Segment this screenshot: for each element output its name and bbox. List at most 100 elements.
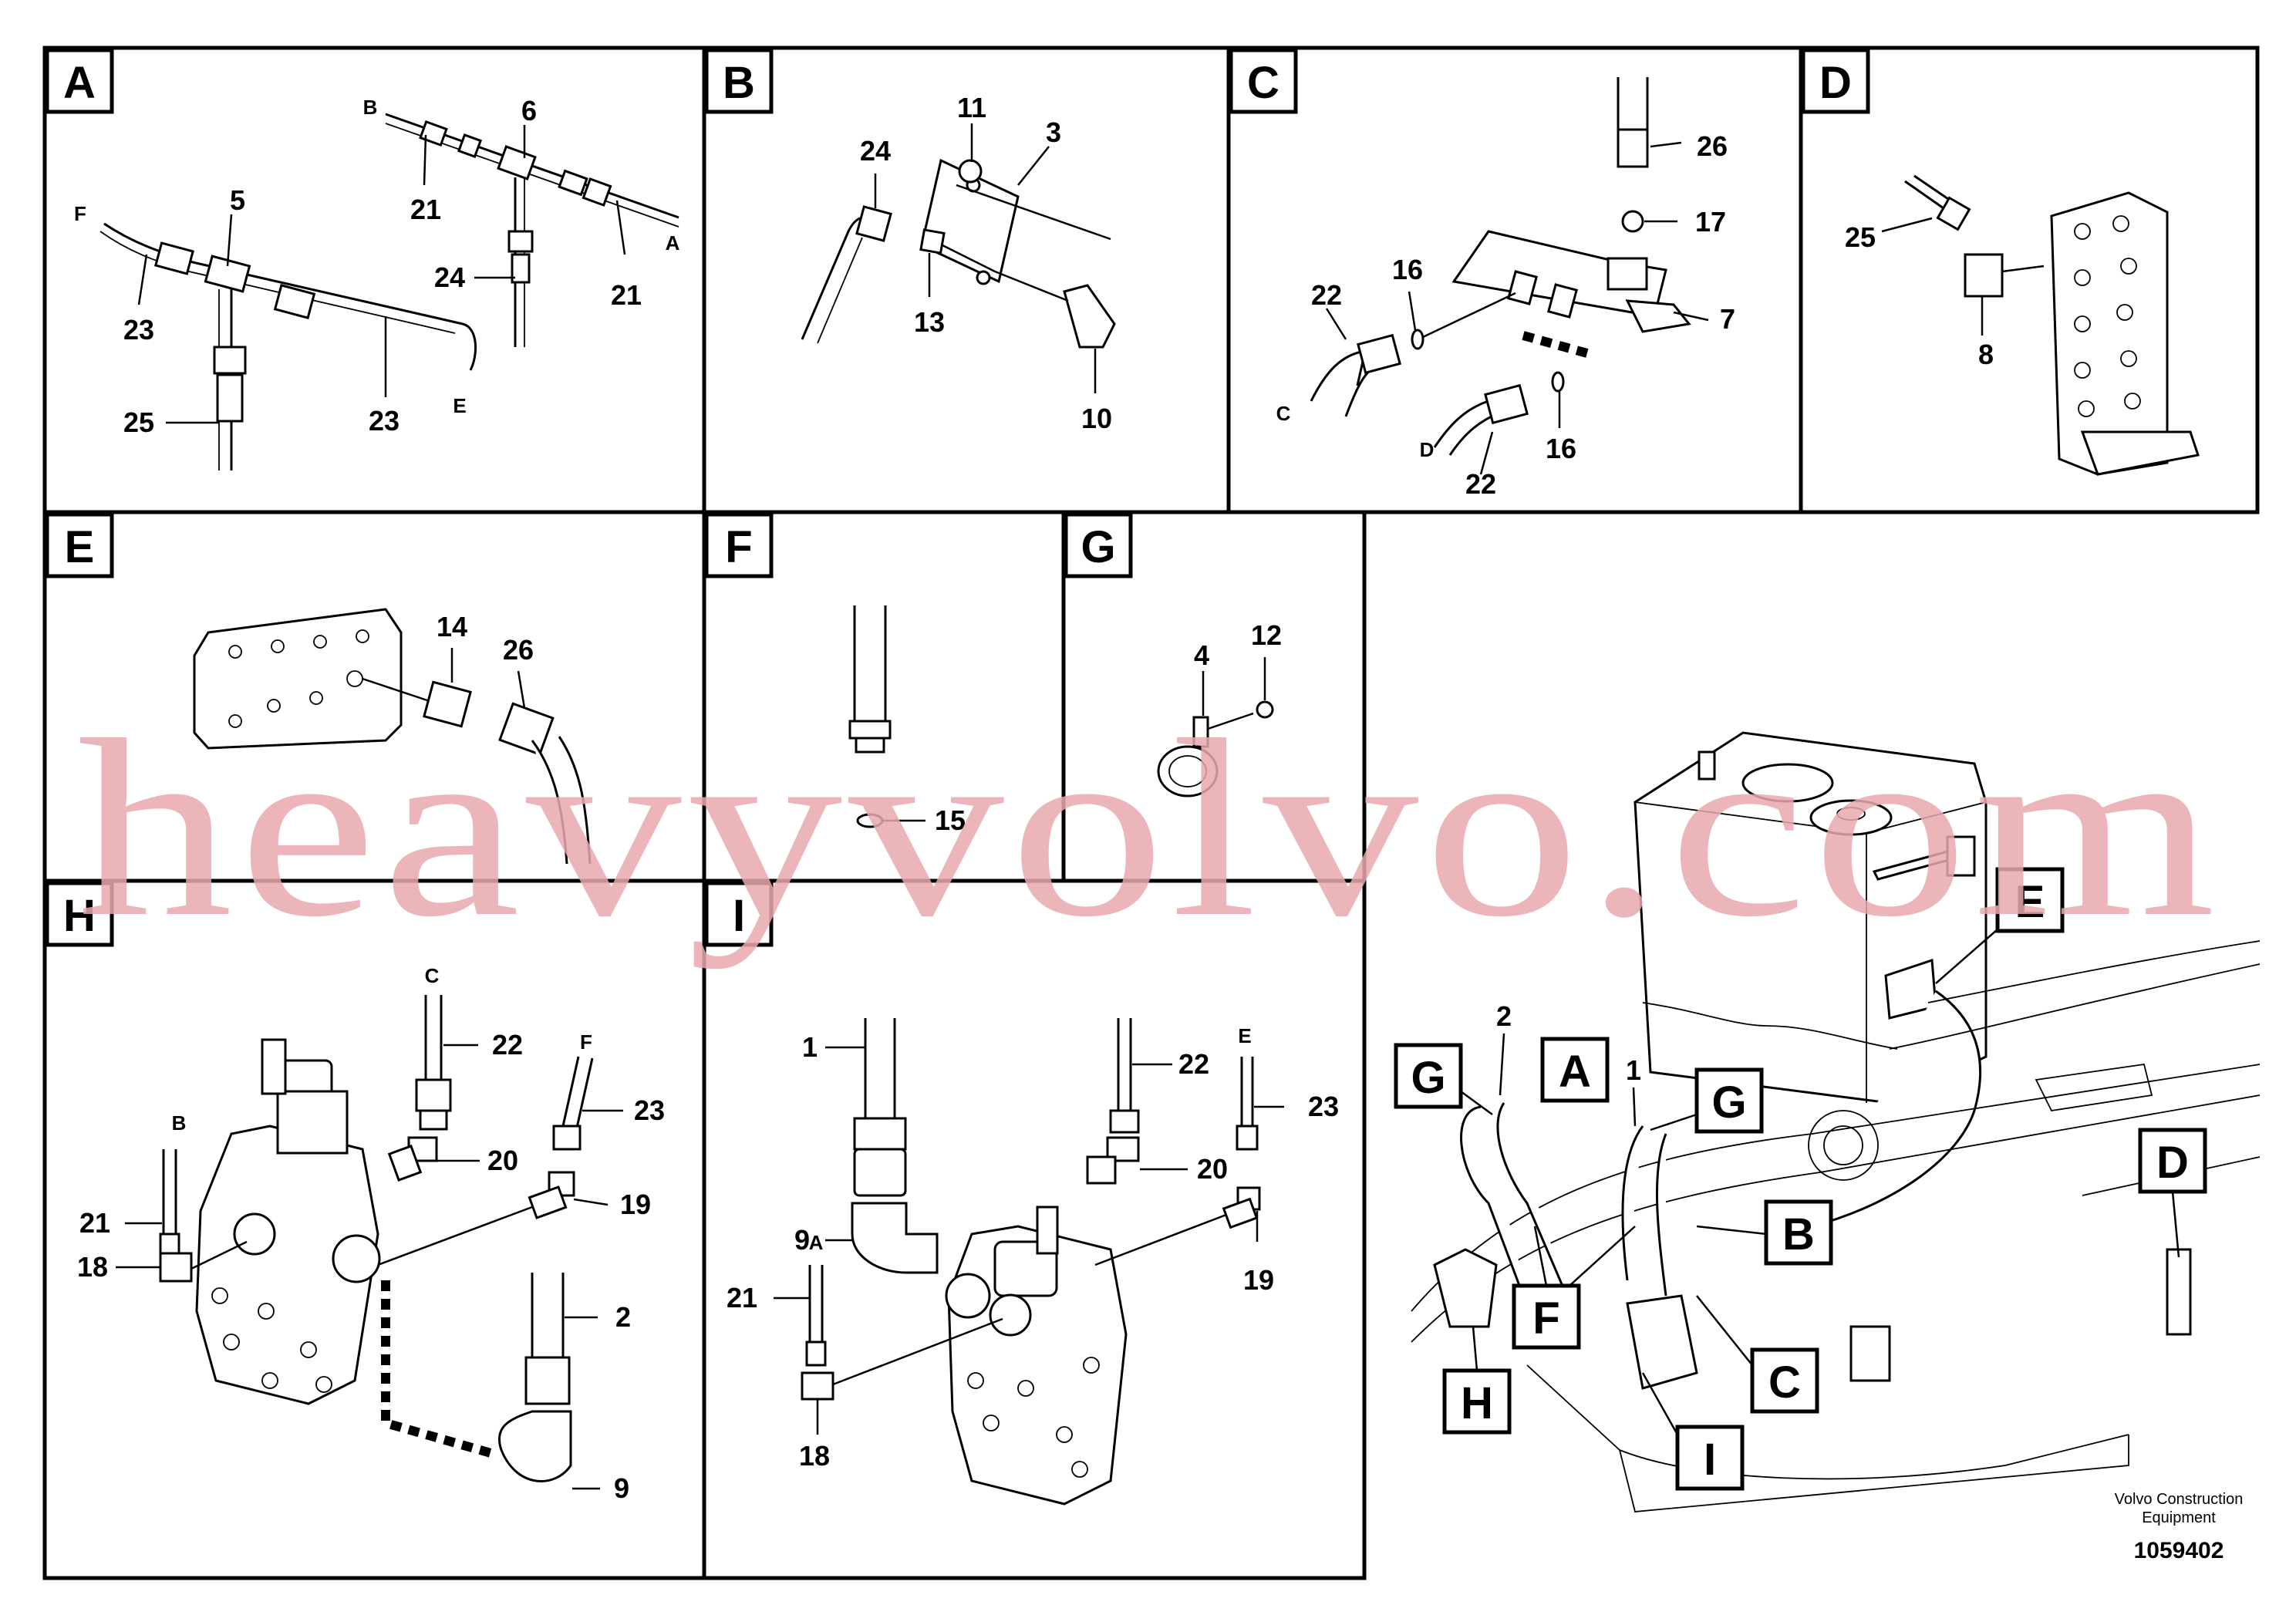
screw-11 (958, 159, 983, 184)
control-valve (195, 1125, 379, 1405)
elbow-20 (1086, 1155, 1117, 1185)
bracket-3 (920, 158, 1020, 284)
end-label-c: C (425, 964, 440, 987)
ref-21: 21 (410, 194, 441, 225)
elbow-18 (801, 1371, 834, 1401)
ref-15: 15 (935, 804, 966, 836)
callout-h-text: H (1461, 1378, 1493, 1428)
ref-12: 12 (1251, 619, 1282, 651)
watermark: heavyvolvo.com (77, 688, 2221, 969)
elbow-8 (1964, 253, 2004, 298)
ref-23: 23 (1308, 1091, 1339, 1122)
callout-c (1750, 1347, 1819, 1414)
panel-frames (42, 46, 2260, 1580)
panel-d-label: D (1819, 58, 1852, 108)
oring-15 (856, 813, 884, 828)
panel-g: G 4 12 (1064, 512, 1282, 798)
ref-5: 5 (230, 184, 245, 216)
panel-a-label: A (63, 58, 96, 108)
end-label-c: C (1276, 402, 1291, 425)
ref-21: 21 (727, 1282, 757, 1313)
ref-17: 17 (1695, 206, 1726, 238)
panel-e: E 14 26 (45, 512, 592, 865)
callout-e-text: E (2015, 877, 2045, 927)
oring-17 (1621, 210, 1644, 233)
oring-16 (1411, 329, 1424, 350)
end-label-b: B (172, 1111, 187, 1135)
panel-b-label: B (723, 58, 755, 108)
ref-18: 18 (799, 1440, 830, 1472)
hose-26-end (498, 702, 555, 756)
ref-24: 24 (860, 135, 891, 167)
ref-11: 11 (957, 92, 986, 123)
callout-d-text: D (2156, 1138, 2189, 1188)
panel-f-label-box (704, 512, 774, 578)
panel-h-label: H (63, 891, 96, 941)
panel-g-label: G (1081, 522, 1115, 572)
ref-22: 22 (492, 1029, 523, 1061)
clamp-4 (1157, 745, 1219, 798)
ref-23: 23 (369, 405, 400, 437)
callout-b-text: B (1782, 1209, 1815, 1259)
elbow-9 (497, 1410, 572, 1482)
ref-25: 25 (1845, 221, 1876, 253)
ref-23: 23 (123, 314, 154, 346)
hose-22-c-fitting (1357, 333, 1401, 375)
manifold-7 (1451, 230, 1667, 318)
fitting-10 (1063, 284, 1116, 349)
panel-b-label-box (704, 48, 774, 114)
panel-d-label-box (1801, 48, 1870, 114)
panel-h: H (45, 881, 665, 1504)
callout-a-text: A (1559, 1047, 1591, 1097)
ref-26: 26 (503, 634, 534, 666)
ref-1: 1 (802, 1031, 818, 1063)
callout-i-text: I (1704, 1435, 1716, 1485)
hose-22-d-fitting (1484, 383, 1529, 425)
ref-2: 2 (1496, 1000, 1512, 1032)
end-label-b: B (363, 96, 378, 119)
ref-26: 26 (1697, 130, 1728, 162)
panel-i-label-box (704, 881, 774, 947)
ref-9: 9 (794, 1224, 810, 1256)
panel-i-frame (702, 878, 1367, 1580)
credit-line2: Equipment (2142, 1509, 2216, 1526)
ref-3: 3 (1046, 116, 1061, 148)
panel-f-label: F (725, 522, 752, 572)
callout-g-left (1394, 1043, 1463, 1109)
ref-24: 24 (434, 261, 465, 293)
panel-e-label-box (45, 512, 114, 578)
ref-22: 22 (1465, 468, 1496, 500)
ref-22: 22 (1311, 279, 1342, 311)
ref-16: 16 (1392, 254, 1423, 285)
ref-6: 6 (521, 95, 537, 126)
panel-a: A 6 5 21 21 24 23 (45, 48, 680, 470)
ref-1: 1 (1626, 1054, 1641, 1086)
elbow-9 (851, 1202, 939, 1274)
ref-10: 10 (1081, 403, 1112, 434)
document-number: 1059402 (2134, 1538, 2224, 1563)
hose-24 (801, 216, 872, 340)
port-plate (193, 608, 403, 750)
callout-b (1764, 1199, 1833, 1266)
panel-c: C 26 17 16 22 7 16 22 C D (1229, 48, 1735, 500)
tee-5 (204, 255, 251, 293)
ref-2: 2 (615, 1301, 631, 1333)
panel-f: F 15 (704, 512, 966, 836)
end-label-d: D (1420, 438, 1435, 461)
end-label-e: E (1238, 1024, 1251, 1047)
elbow-18 (159, 1252, 193, 1283)
adapter-14 (423, 680, 472, 728)
panel-c-label: C (1247, 58, 1279, 108)
callout-f-text: F (1532, 1293, 1559, 1344)
credit-line1: Volvo Construction (2115, 1491, 2244, 1508)
panel-d-frame (1799, 46, 2260, 514)
ref-8: 8 (1978, 339, 1994, 370)
panel-h-label-box (45, 881, 114, 947)
ref-22: 22 (1178, 1048, 1209, 1080)
end-label-f: F (74, 202, 86, 225)
end-label-a: A (666, 231, 680, 255)
panel-i-label: I (733, 891, 745, 941)
callout-g-left-text: G (1411, 1053, 1445, 1103)
callout-a (1540, 1037, 1610, 1103)
